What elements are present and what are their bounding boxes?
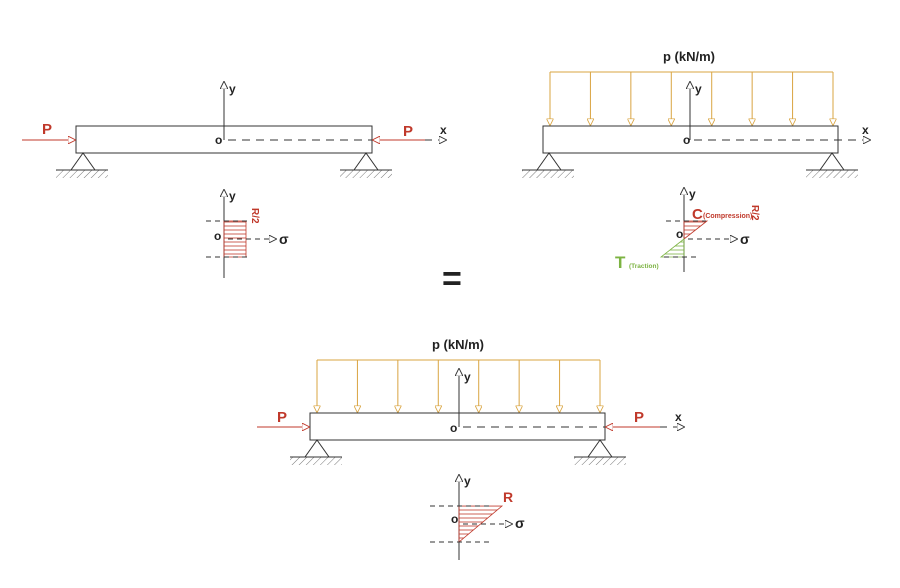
compression-wedge xyxy=(683,220,709,240)
stress-block xyxy=(223,220,247,258)
support-left xyxy=(522,152,574,178)
force-left-label: P xyxy=(42,121,52,138)
equals-sign: = xyxy=(442,260,462,298)
stress-diagram-combined: y o σ R xyxy=(430,474,525,560)
traction-wedge xyxy=(659,238,685,258)
origin-label: o xyxy=(450,421,457,435)
axis-y-label: y xyxy=(695,82,702,96)
support-right xyxy=(340,152,392,178)
stress-axis-y-label: y xyxy=(229,189,236,203)
support-left xyxy=(290,439,342,465)
sigma-label: σ xyxy=(740,231,750,247)
diagram-axial-load: y x o P P y o σ R/2 xyxy=(22,82,447,278)
stress-origin-label: o xyxy=(676,227,683,241)
support-right xyxy=(806,152,858,178)
load-arrows xyxy=(550,72,833,125)
stress-diagram-uniform: y o σ R/2 xyxy=(206,189,289,278)
load-arrows xyxy=(317,360,600,412)
sigma-label: σ xyxy=(279,231,289,247)
axis-x-label: x xyxy=(440,123,447,137)
stress-value-label: R xyxy=(503,489,513,505)
traction-word: (Traction) xyxy=(629,263,659,270)
axis-x-label: x xyxy=(862,123,869,137)
diagram-distributed-load: p (kN/m) y x o y o σ C xyxy=(522,49,870,272)
support-right xyxy=(574,439,626,465)
dist-load-label: p (kN/m) xyxy=(432,337,484,352)
traction-letter: T xyxy=(615,253,626,272)
force-left-label: P xyxy=(277,409,287,426)
dist-load-label: p (kN/m) xyxy=(663,49,715,64)
stress-axis-y-label: y xyxy=(464,474,471,488)
support-left xyxy=(56,152,108,178)
compression-value: R/2 xyxy=(749,205,760,221)
compression-word: (Compression) xyxy=(703,213,752,220)
beam xyxy=(309,412,606,441)
axis-x-label: x xyxy=(675,410,682,424)
force-right-label: P xyxy=(403,123,413,140)
stress-origin-label: o xyxy=(451,512,458,526)
stress-origin-label: o xyxy=(214,229,221,243)
origin-label: o xyxy=(215,133,222,147)
axis-y-label: y xyxy=(229,82,236,96)
diagram-combined: p (kN/m) y x o P P y o xyxy=(257,337,684,560)
compression-letter: C xyxy=(692,206,703,223)
stress-diagram-bending: y o σ C (Compression) R/2 T (Traction) xyxy=(615,187,760,272)
stress-axis-y-label: y xyxy=(689,187,696,201)
sigma-label: σ xyxy=(515,515,525,531)
force-right-label: P xyxy=(634,409,644,426)
stress-value-label: R/2 xyxy=(249,208,260,224)
axis-y-label: y xyxy=(464,370,471,384)
stress-triangle xyxy=(458,505,504,543)
origin-label: o xyxy=(683,133,690,147)
